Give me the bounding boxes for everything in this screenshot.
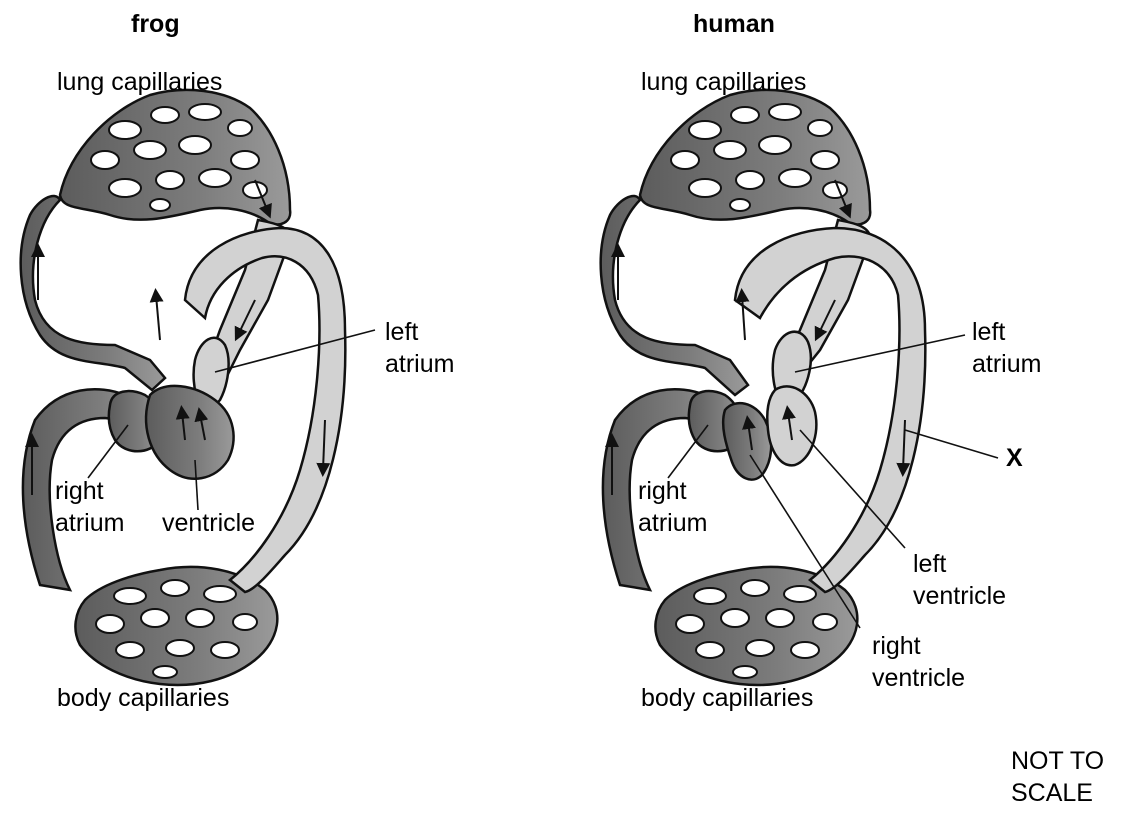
vessel-x-label: X — [1006, 444, 1023, 473]
human-x-leader — [905, 430, 998, 458]
human-right-ventricle — [723, 403, 771, 479]
human-right-ventricle-label-line2: ventricle — [872, 664, 965, 693]
human-body-capillaries-label: body capillaries — [641, 684, 813, 713]
human-left-atrium-label-line1: left — [972, 318, 1005, 347]
frog-flow-arrow — [156, 295, 160, 340]
human-left-ventricle-label-line2: ventricle — [913, 582, 1006, 611]
frog-left-atrium-label-line1: left — [385, 318, 418, 347]
human-right-atrium-leader — [668, 425, 708, 478]
frog-body-capillaries-label: body capillaries — [57, 684, 229, 713]
frog-left-atrium-label-line2: atrium — [385, 350, 454, 379]
frog-lung-capillaries-label: lung capillaries — [57, 68, 222, 97]
not-to-scale-line1: NOT TO — [1011, 747, 1104, 776]
frog-right-atrium-leader — [88, 425, 128, 478]
human-pulmonary-artery — [601, 196, 748, 395]
human-right-atrium-label-line1: right — [638, 477, 687, 506]
human-left-ventricle-label-line1: left — [913, 550, 946, 579]
frog-pulmonary-artery — [21, 196, 165, 390]
frog-right-atrium-label-line2: atrium — [55, 509, 124, 538]
human-left-ventricle — [767, 386, 816, 465]
human-lung-capillaries-label: lung capillaries — [641, 68, 806, 97]
human-left-atrium-label-line2: atrium — [972, 350, 1041, 379]
frog-ventricle-label: ventricle — [162, 509, 255, 538]
frog-right-atrium-label-line1: right — [55, 477, 104, 506]
frog-diagram — [21, 90, 375, 685]
human-right-ventricle-label-line1: right — [872, 632, 921, 661]
human-title: human — [693, 10, 775, 39]
human-right-atrium-label-line2: atrium — [638, 509, 707, 538]
not-to-scale-line2: SCALE — [1011, 779, 1093, 808]
frog-title: frog — [131, 10, 180, 39]
